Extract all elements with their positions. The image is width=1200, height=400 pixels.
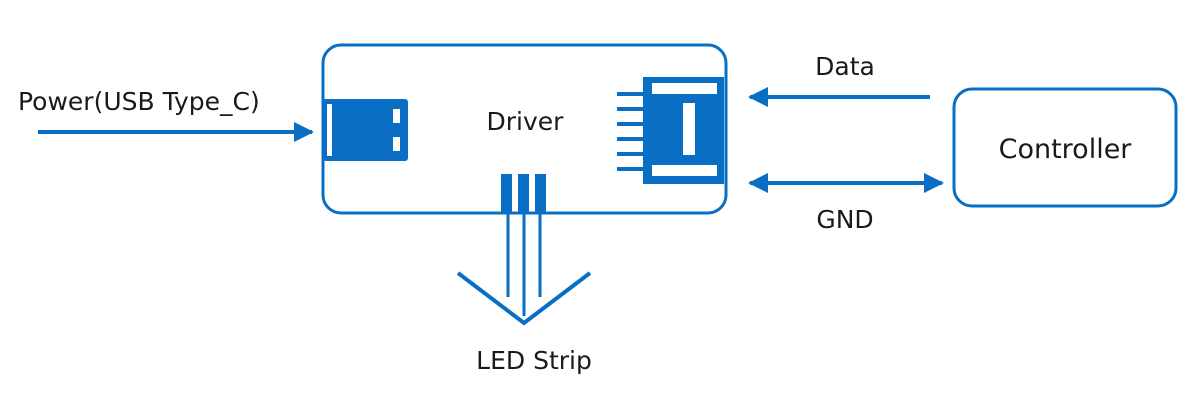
power-label: Power(USB Type_C) xyxy=(18,87,260,116)
controller-label: Controller xyxy=(999,134,1133,165)
data-signal: Data xyxy=(748,52,930,107)
driver-label: Driver xyxy=(487,107,565,136)
driver-module: Driver xyxy=(321,43,728,215)
led-strip-label: LED Strip xyxy=(476,346,592,375)
pin-header-connector-icon xyxy=(617,77,724,184)
gnd-label: GND xyxy=(816,205,873,234)
usb-c-port-icon xyxy=(323,99,408,161)
power-input: Power(USB Type_C) xyxy=(18,87,314,142)
led-output-connector-icon xyxy=(501,174,546,214)
led-strip-wires-icon xyxy=(456,214,592,326)
controller-box xyxy=(952,87,1178,208)
controller-module: Controller xyxy=(952,87,1178,208)
data-label: Data xyxy=(815,52,875,81)
gnd-signal: GND xyxy=(748,173,944,234)
